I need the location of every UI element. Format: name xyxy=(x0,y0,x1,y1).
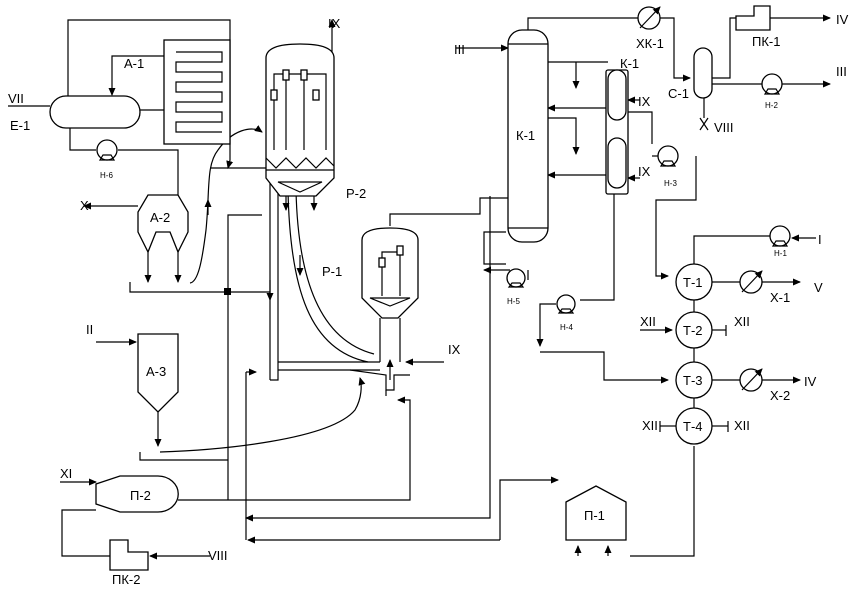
label-k1-top: К-1 xyxy=(620,56,639,71)
label-h4: Н-4 xyxy=(560,323,573,332)
label-h1: Н-1 xyxy=(774,249,787,258)
stream-x-a2: X xyxy=(80,198,89,213)
label-e1: Е-1 xyxy=(10,118,30,133)
stream-xii-t4-in: XII xyxy=(642,418,658,433)
reactor-r2 xyxy=(265,43,335,211)
air-cooler-a1 xyxy=(163,39,231,145)
pump-labels: Н-1 Н-2 Н-3 Н-4 Н-5 Н-6 xyxy=(100,101,787,332)
stream-ix-k1-b: IX xyxy=(638,164,651,179)
label-a1: А-1 xyxy=(124,56,144,71)
stream-xii-t4-out: XII xyxy=(734,418,750,433)
separator-c1 xyxy=(693,47,713,99)
stream-viii-c1: VIII xyxy=(714,120,734,135)
stream-i: I xyxy=(818,232,822,247)
cooler-x1 xyxy=(739,270,763,294)
label-x2: Х-2 xyxy=(770,388,790,403)
pump-h3 xyxy=(652,145,679,167)
label-x1: Х-1 xyxy=(770,290,790,305)
stream-xii-t2-out: XII xyxy=(734,314,750,329)
stream-ix-top: IX xyxy=(328,16,341,31)
label-r1: Р-1 xyxy=(322,264,342,279)
label-t2: Т-2 xyxy=(683,323,703,338)
stream-v: V xyxy=(814,280,823,295)
stream-vii: VII xyxy=(8,91,24,106)
label-t3: Т-3 xyxy=(683,373,703,388)
pump-h6 xyxy=(96,139,118,161)
hopper-a3 xyxy=(137,333,179,413)
label-pk1: ПК-1 xyxy=(752,34,780,49)
boiler-pk1 xyxy=(735,5,771,31)
label-c1: С-1 xyxy=(668,86,689,101)
cooler-x2 xyxy=(739,368,763,392)
stream-ii: II xyxy=(86,322,93,337)
furnace-p1 xyxy=(565,485,627,541)
column-k1 xyxy=(507,29,549,243)
label-p1: П-1 xyxy=(584,508,605,523)
label-a3: А-3 xyxy=(146,364,166,379)
boiler-pk2 xyxy=(109,539,149,571)
pump-h4 xyxy=(556,294,576,314)
label-xk1: ХК-1 xyxy=(636,36,664,51)
reactor-r1 xyxy=(361,227,419,396)
label-pk2: ПК-2 xyxy=(112,572,140,587)
stream-iii-k1: III xyxy=(454,42,465,57)
stream-iv-top: IV xyxy=(836,12,849,27)
label-h2: Н-2 xyxy=(765,101,778,110)
label-h5: Н-5 xyxy=(507,297,520,306)
cooler-xk1 xyxy=(637,6,661,30)
stream-ix-k1-a: IX xyxy=(638,94,651,109)
stream-ix-r1: IX xyxy=(448,342,461,357)
label-h3: Н-3 xyxy=(664,179,677,188)
pump-h2 xyxy=(761,73,783,95)
stream-xii-t2-in: XII xyxy=(640,314,656,329)
stripper-k1 xyxy=(605,69,629,195)
label-a2: А-2 xyxy=(150,210,170,225)
furnace-p2 xyxy=(95,475,179,513)
label-t4: Т-4 xyxy=(683,419,703,434)
label-t1: Т-1 xyxy=(683,275,703,290)
stream-iii-right: III xyxy=(836,64,847,79)
label-h6: Н-6 xyxy=(100,171,113,180)
hopper-a2 xyxy=(137,194,189,254)
pump-h1 xyxy=(769,225,816,247)
label-r2: Р-2 xyxy=(346,186,366,201)
stream-iv-x2: IV xyxy=(804,374,817,389)
label-k1-column: К-1 xyxy=(516,128,535,143)
stream-labels: VII X II XI VIII IX IX III IX IX IV III … xyxy=(8,12,849,563)
pump-h5 xyxy=(506,268,526,288)
vessel-e1 xyxy=(49,95,141,129)
pipelines xyxy=(8,14,831,560)
stream-viii-pk2: VIII xyxy=(208,548,228,563)
equipment-labels: Е-1 А-1 А-2 А-3 П-2 ПК-2 П-1 Р-2 Р-1 К-1… xyxy=(10,34,790,587)
stream-xi: XI xyxy=(60,466,72,481)
label-p2: П-2 xyxy=(130,488,151,503)
